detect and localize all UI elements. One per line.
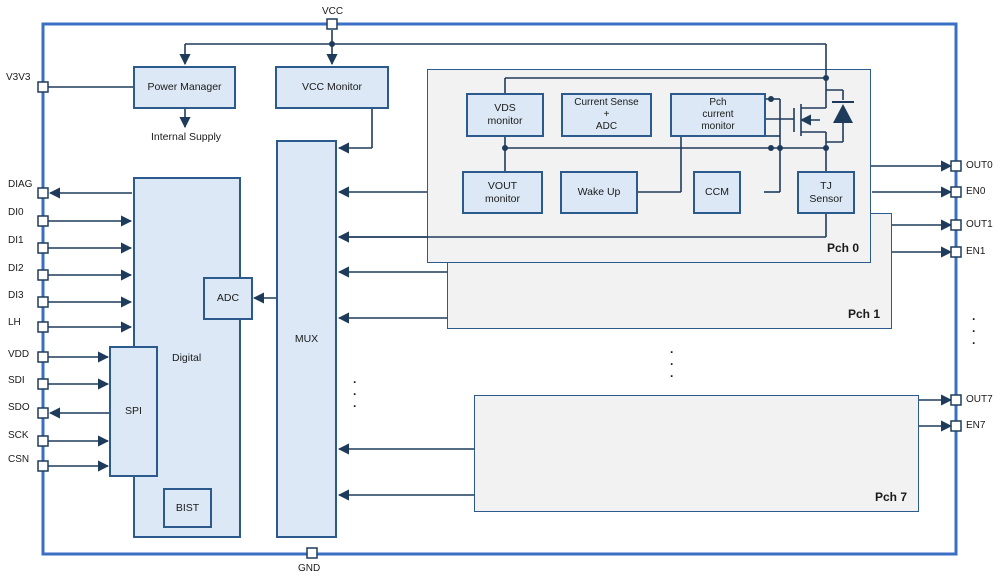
pin-label-sck: SCK: [8, 430, 29, 441]
channel-pch7-label: Pch 7: [875, 490, 908, 504]
vcc-pin-label: VCC: [322, 6, 344, 17]
pin-label-out1: OUT1: [966, 219, 993, 230]
pin-label-sdo: SDO: [8, 402, 30, 413]
pin-label-en0: EN0: [966, 186, 986, 197]
pin-label-en7: EN7: [966, 420, 986, 431]
power-manager-label: Power Manager: [147, 81, 222, 93]
pin-label-vdd: VDD: [8, 349, 30, 360]
mux-label: MUX: [294, 332, 319, 345]
bist-block: BIST: [163, 488, 212, 528]
pin-label-di2: DI2: [8, 263, 24, 274]
pin-label-out0: OUT0: [966, 160, 993, 171]
pin-label-diag: DIAG: [8, 179, 33, 190]
v3v3-pin-label: V3V3: [6, 72, 31, 83]
power-manager-block: Power Manager: [133, 66, 236, 109]
spi-block: SPI: [109, 346, 158, 477]
pin-label-csn: CSN: [8, 454, 30, 465]
channel-pch1-label: Pch 1: [848, 307, 881, 321]
pin-v3v3: [37, 81, 49, 93]
pin-label-lh: LH: [8, 317, 21, 328]
vcc-monitor-label: VCC Monitor: [301, 81, 363, 93]
spi-label: SPI: [125, 405, 142, 417]
adc-label: ADC: [216, 292, 240, 304]
channel-pch0-label: Pch 0: [827, 241, 860, 255]
digital-label: Digital: [172, 352, 202, 364]
ccm-block: CCM: [693, 171, 741, 214]
pin-gnd: [306, 547, 318, 559]
pin-label-sdi: SDI: [8, 375, 25, 386]
internal-supply-label: Internal Supply: [151, 131, 222, 143]
ellipsis-right-pins: ···: [972, 312, 976, 350]
vcc-monitor-block: VCC Monitor: [275, 66, 389, 109]
channel-pch7: [474, 395, 919, 512]
mux-block: MUX: [276, 140, 337, 538]
adc-block: ADC: [203, 277, 253, 320]
current-sense-adc-block: Current Sense+ADC: [561, 93, 652, 137]
ellipsis-center: ···: [670, 345, 674, 383]
bist-label: BIST: [175, 501, 200, 514]
pin-label-di1: DI1: [8, 235, 24, 246]
pin-vcc: [326, 18, 338, 30]
pin-label-out7: OUT7: [966, 394, 993, 405]
ellipsis-mux: ···: [353, 375, 357, 413]
wake-up-block: Wake Up: [560, 171, 638, 214]
gnd-pin-label: GND: [298, 563, 321, 574]
chip-outline: [41, 22, 958, 556]
pin-label-di3: DI3: [8, 290, 24, 301]
pin-label-di0: DI0: [8, 207, 24, 218]
pin-label-en1: EN1: [966, 246, 986, 257]
